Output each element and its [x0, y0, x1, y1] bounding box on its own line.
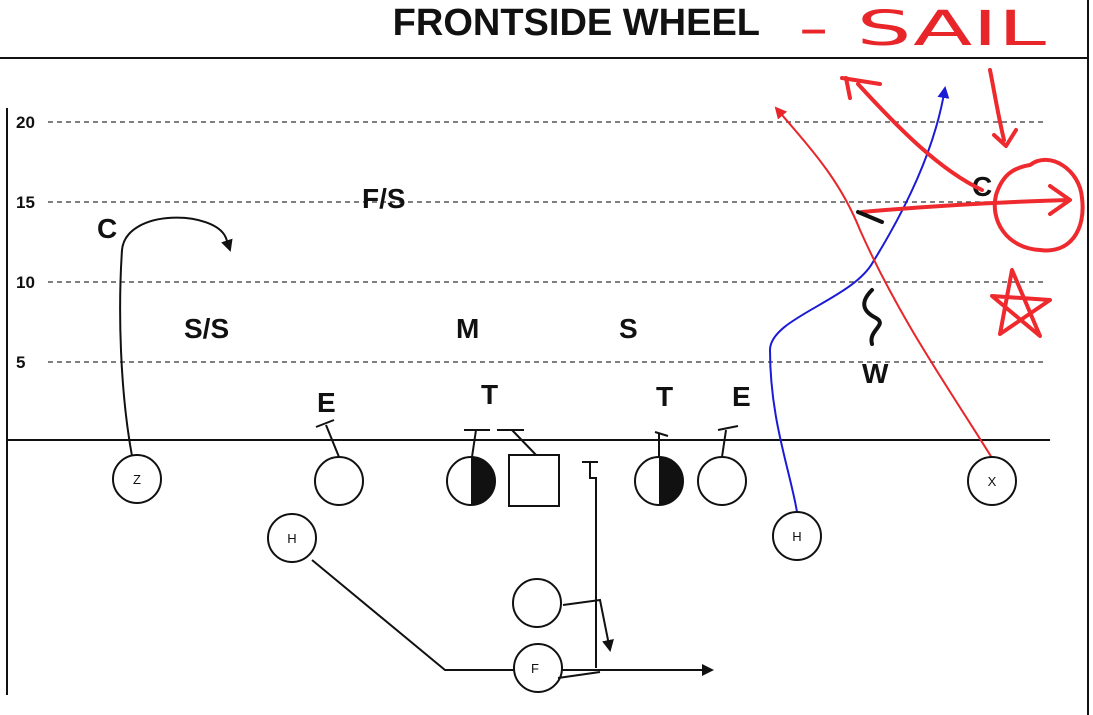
handwritten-annotations: [840, 68, 1085, 346]
back-h-right-wheel-route: [768, 86, 950, 513]
down-arrow: [988, 68, 1018, 148]
defender-tackle-right: T: [656, 381, 673, 412]
back-h-left-label: H: [287, 531, 296, 546]
yard-marker-10: 10: [16, 273, 35, 292]
right-guard-shade: [659, 457, 683, 505]
yard-marker-5: 5: [16, 353, 25, 372]
tailback: [512, 578, 562, 628]
play-title: FRONTSIDE WHEEL: [393, 2, 760, 44]
fullback: [513, 643, 563, 693]
corner-left-route: [119, 216, 233, 457]
sail-route-arrow: [840, 76, 984, 192]
quarterback-drop: [582, 461, 598, 668]
defender-strong-safety: S/S: [184, 313, 229, 344]
receiver-z: [112, 454, 162, 504]
defender-will: W: [862, 358, 889, 389]
defender-corner-right: C: [972, 171, 992, 202]
fullback-route: [557, 671, 601, 679]
receiver-x-route: [774, 106, 993, 459]
tailback-route: [562, 598, 614, 652]
defender-tackle-left: T: [481, 379, 498, 410]
back-h-left: [267, 513, 317, 563]
receiver-x: [967, 456, 1017, 506]
defender-mike: M: [456, 313, 479, 344]
scribble-circle: [992, 157, 1085, 253]
receiver-z-label: Z: [133, 472, 141, 487]
yard-marker-20: 20: [16, 113, 35, 132]
defender-free-safety: F/S: [362, 183, 406, 214]
defender-end-left: E: [317, 387, 336, 418]
fullback-label: F: [531, 661, 539, 676]
offensive-line: [314, 419, 747, 507]
defender-end-right: E: [732, 381, 751, 412]
back-h-right-label: H: [792, 529, 801, 544]
back-h-left-route: [311, 559, 714, 676]
right-tackle: [697, 456, 747, 506]
mark-x: [856, 210, 884, 224]
will-backpedal-scribble: [862, 288, 882, 346]
defender-sam: S: [619, 313, 638, 344]
receiver-x-label: X: [988, 474, 997, 489]
left-guard-shade: [471, 457, 495, 505]
yard-marker-15: 15: [16, 193, 35, 212]
horizontal-arrow: [860, 184, 1072, 216]
center: [508, 454, 560, 507]
back-h-right: [772, 511, 822, 561]
left-tackle: [314, 456, 364, 506]
star-mark: [990, 268, 1052, 338]
play-annotation: - SAIL: [798, 1, 1046, 57]
defender-corner-left: C: [97, 213, 117, 244]
